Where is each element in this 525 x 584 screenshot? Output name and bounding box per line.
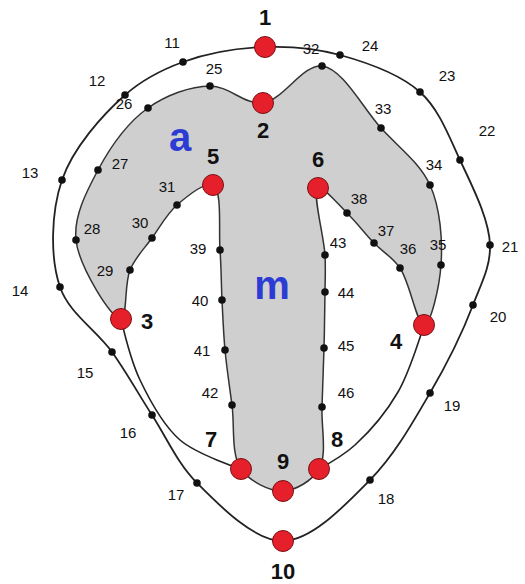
landmark-dot-minor: [228, 401, 236, 409]
landmark-number: 6: [312, 149, 324, 171]
landmark-dot-major: [273, 481, 294, 502]
landmark-number: 2: [257, 120, 269, 142]
landmark-number: 8: [331, 429, 343, 451]
semilandmark-number: 45: [338, 338, 355, 353]
landmark-dot-minor: [148, 234, 156, 242]
semilandmark-number: 20: [490, 309, 507, 324]
landmark-number: 7: [205, 429, 217, 451]
landmark-dot-minor: [437, 261, 445, 269]
semilandmark-number: 11: [164, 35, 180, 50]
right-jaw-line: [319, 325, 424, 469]
semilandmark-number: 29: [97, 263, 114, 278]
region-letter: m: [254, 265, 290, 305]
semilandmark-number: 26: [116, 96, 133, 111]
landmark-dot-minor: [148, 411, 156, 419]
semilandmark-number: 39: [190, 241, 207, 256]
semilandmark-number: 22: [479, 123, 496, 138]
landmark-number: 1: [259, 7, 271, 29]
semilandmark-number: 36: [400, 241, 417, 256]
landmark-number: 3: [141, 311, 153, 333]
landmark-dot-minor: [370, 239, 378, 247]
landmark-dot-minor: [108, 348, 116, 356]
semilandmark-number: 32: [303, 41, 320, 56]
semilandmark-number: 40: [192, 293, 209, 308]
landmark-dot-minor: [318, 62, 326, 70]
semilandmark-number: 34: [426, 157, 443, 172]
landmark-number: 9: [277, 451, 289, 473]
semilandmark-number: 37: [378, 223, 395, 238]
landmark-dot-minor: [426, 181, 434, 189]
landmark-dot-minor: [173, 201, 181, 209]
landmark-dot-major: [273, 531, 294, 552]
semilandmark-number: 14: [12, 283, 29, 298]
semilandmark-number: 23: [439, 68, 456, 83]
landmark-dot-minor: [58, 176, 66, 184]
landmark-dot-minor: [377, 124, 385, 132]
landmark-dot-minor: [343, 209, 351, 217]
landmark-dot-minor: [456, 156, 464, 164]
semilandmark-number: 42: [202, 385, 219, 400]
semilandmark-number: 21: [502, 239, 519, 254]
landmark-dot-minor: [320, 344, 328, 352]
landmark-dot-minor: [144, 104, 152, 112]
landmark-dot-minor: [94, 166, 102, 174]
landmark-dot-major: [231, 459, 252, 480]
landmark-dot-minor: [221, 346, 229, 354]
landmark-number: 10: [271, 561, 295, 583]
landmark-dot-major: [253, 93, 274, 114]
landmark-dot-minor: [193, 479, 201, 487]
landmark-dot-major: [111, 309, 132, 330]
semilandmark-number: 35: [430, 237, 447, 252]
grey-region: [76, 66, 442, 491]
landmark-dot-major: [309, 459, 330, 480]
semilandmark-number: 18: [378, 491, 395, 506]
landmark-dot-major: [414, 315, 435, 336]
landmark-dot-minor: [206, 82, 214, 90]
semilandmark-number: 13: [22, 165, 39, 180]
semilandmark-number: 12: [89, 73, 106, 88]
semilandmark-number: 46: [338, 385, 355, 400]
landmark-dot-major: [308, 178, 329, 199]
semilandmark-number: 28: [84, 221, 101, 236]
landmark-dot-minor: [126, 266, 134, 274]
landmark-number: 4: [390, 331, 402, 353]
semilandmark-number: 27: [112, 156, 129, 171]
semilandmark-number: 25: [206, 61, 223, 76]
landmark-dot-minor: [396, 264, 404, 272]
semilandmark-number: 15: [77, 365, 94, 380]
landmark-dot-minor: [366, 476, 374, 484]
landmark-dot-minor: [486, 241, 494, 249]
landmark-dot-minor: [179, 58, 187, 66]
semilandmark-number: 31: [159, 179, 176, 194]
region-letter: a: [169, 117, 191, 157]
landmark-dot-minor: [416, 88, 424, 96]
landmark-dot-minor: [336, 51, 344, 59]
semilandmark-number: 19: [444, 398, 461, 413]
landmark-dot-minor: [321, 288, 329, 296]
landmark-dot-minor: [321, 251, 329, 259]
landmark-dot-minor: [469, 301, 477, 309]
landmark-number: 5: [207, 146, 219, 168]
semilandmark-number: 16: [120, 425, 137, 440]
semilandmark-number: 38: [351, 191, 368, 206]
landmark-dot-minor: [216, 246, 224, 254]
landmark-dot-major: [255, 37, 276, 58]
semilandmark-number: 30: [132, 215, 149, 230]
left-jaw-line: [121, 319, 241, 469]
landmark-dot-major: [203, 175, 224, 196]
landmark-dot-minor: [218, 296, 226, 304]
landmark-dot-minor: [56, 283, 64, 291]
semilandmark-number: 33: [375, 101, 392, 116]
landmark-dot-minor: [426, 389, 434, 397]
landmark-dot-minor: [318, 403, 326, 411]
landmark-dot-minor: [72, 236, 80, 244]
semilandmark-number: 24: [362, 38, 379, 53]
semilandmark-number: 17: [168, 487, 185, 502]
semilandmark-number: 43: [330, 235, 347, 250]
outer-outline: [53, 47, 490, 541]
semilandmark-number: 44: [338, 285, 355, 300]
semilandmark-number: 41: [194, 343, 211, 358]
